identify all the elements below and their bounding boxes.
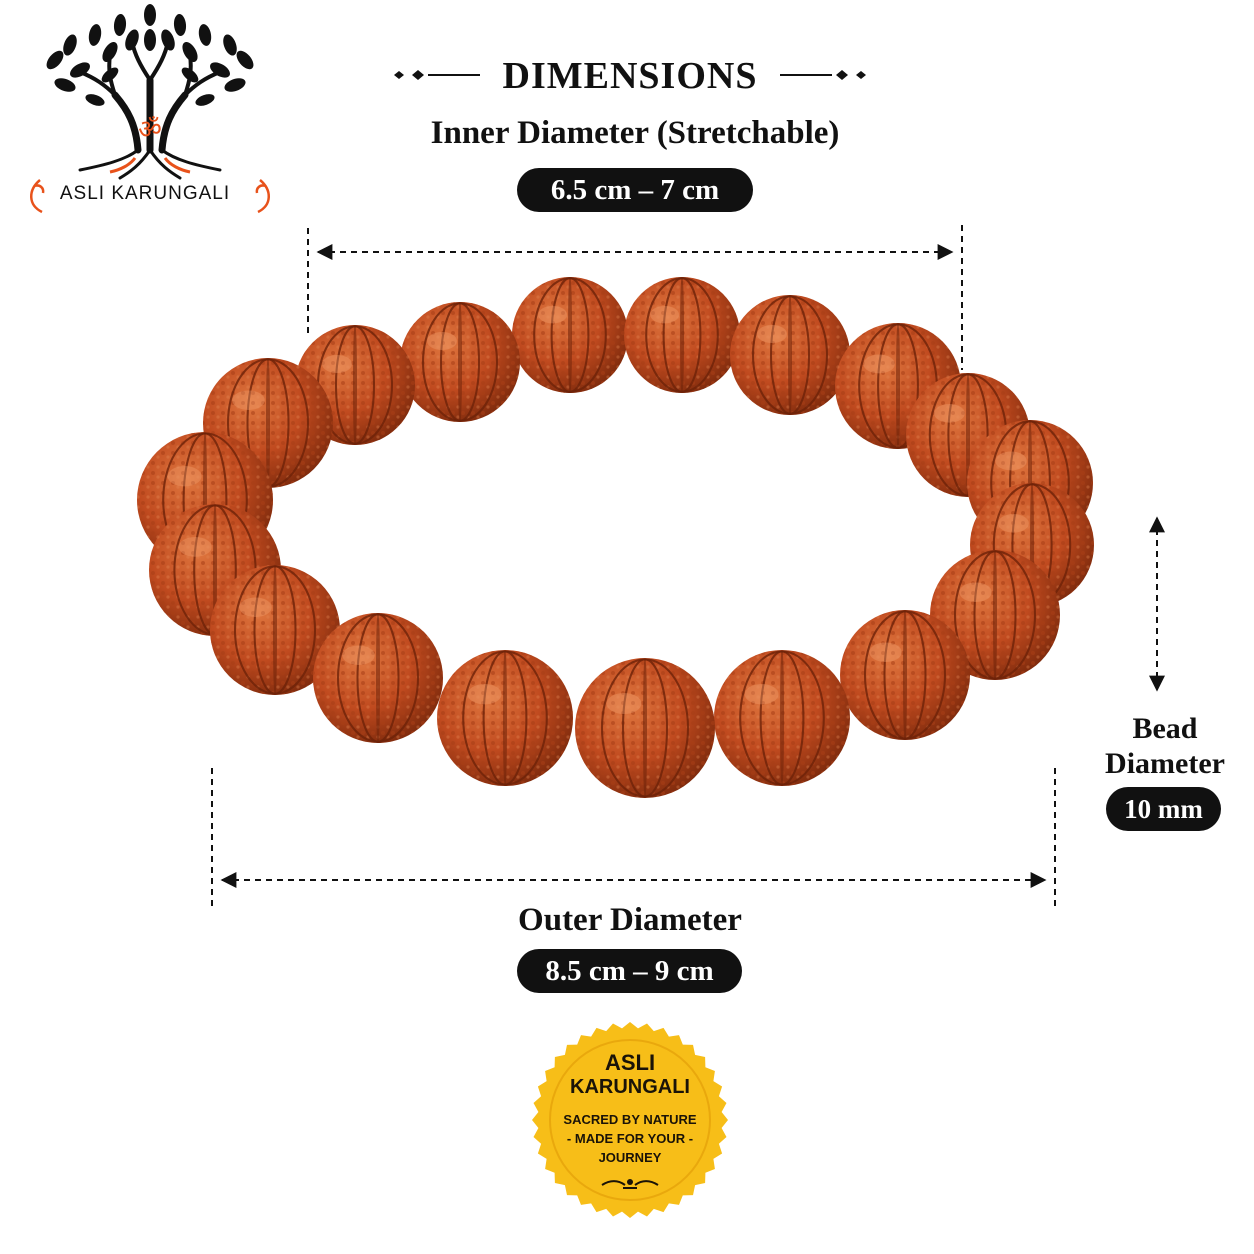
seal-line-4: - MADE FOR YOUR - bbox=[566, 1131, 694, 1146]
tree-of-life-icon bbox=[30, 4, 270, 214]
outer-diameter-value: 8.5 cm – 9 cm bbox=[517, 949, 742, 993]
seal-line-3: SACRED BY NATURE bbox=[563, 1112, 697, 1127]
seal-badge-icon bbox=[532, 1022, 728, 1218]
bead-diameter-label-line2: Diameter bbox=[1105, 747, 1225, 780]
bead bbox=[624, 277, 740, 393]
inner-diameter-value: 6.5 cm – 7 cm bbox=[517, 168, 753, 212]
bead bbox=[512, 277, 628, 393]
bead-diameter-label-line1: Bead bbox=[1132, 712, 1198, 745]
bead bbox=[730, 295, 850, 415]
bead bbox=[575, 658, 715, 798]
brand-logo: ॐ ASLI KARUNGALI bbox=[10, 0, 290, 225]
dimensions-header: DIMENSIONS bbox=[380, 50, 880, 100]
bead-diameter-value: 10 mm bbox=[1106, 787, 1221, 831]
bead bbox=[714, 650, 850, 786]
outer-diameter-label: Outer Diameter bbox=[518, 902, 742, 938]
inner-diameter-label: Inner Diameter (Stretchable) bbox=[430, 115, 840, 151]
header-ornament bbox=[394, 70, 866, 80]
bead bbox=[437, 650, 573, 786]
bead bbox=[313, 613, 443, 743]
authenticity-seal: ASLI KARUNGALI SACRED BY NATURE - MADE F… bbox=[530, 1020, 730, 1220]
bead bbox=[400, 302, 520, 422]
seal-line-2: KARUNGALI bbox=[570, 1076, 690, 1098]
seal-line-5: JOURNEY bbox=[598, 1150, 662, 1165]
om-icon: ॐ bbox=[138, 115, 162, 145]
seal-line-1: ASLI bbox=[604, 1050, 656, 1075]
brand-name: ASLI KARUNGALI bbox=[59, 183, 231, 204]
bead bbox=[210, 565, 340, 695]
page-title: DIMENSIONS bbox=[502, 55, 758, 97]
bead bbox=[840, 610, 970, 740]
